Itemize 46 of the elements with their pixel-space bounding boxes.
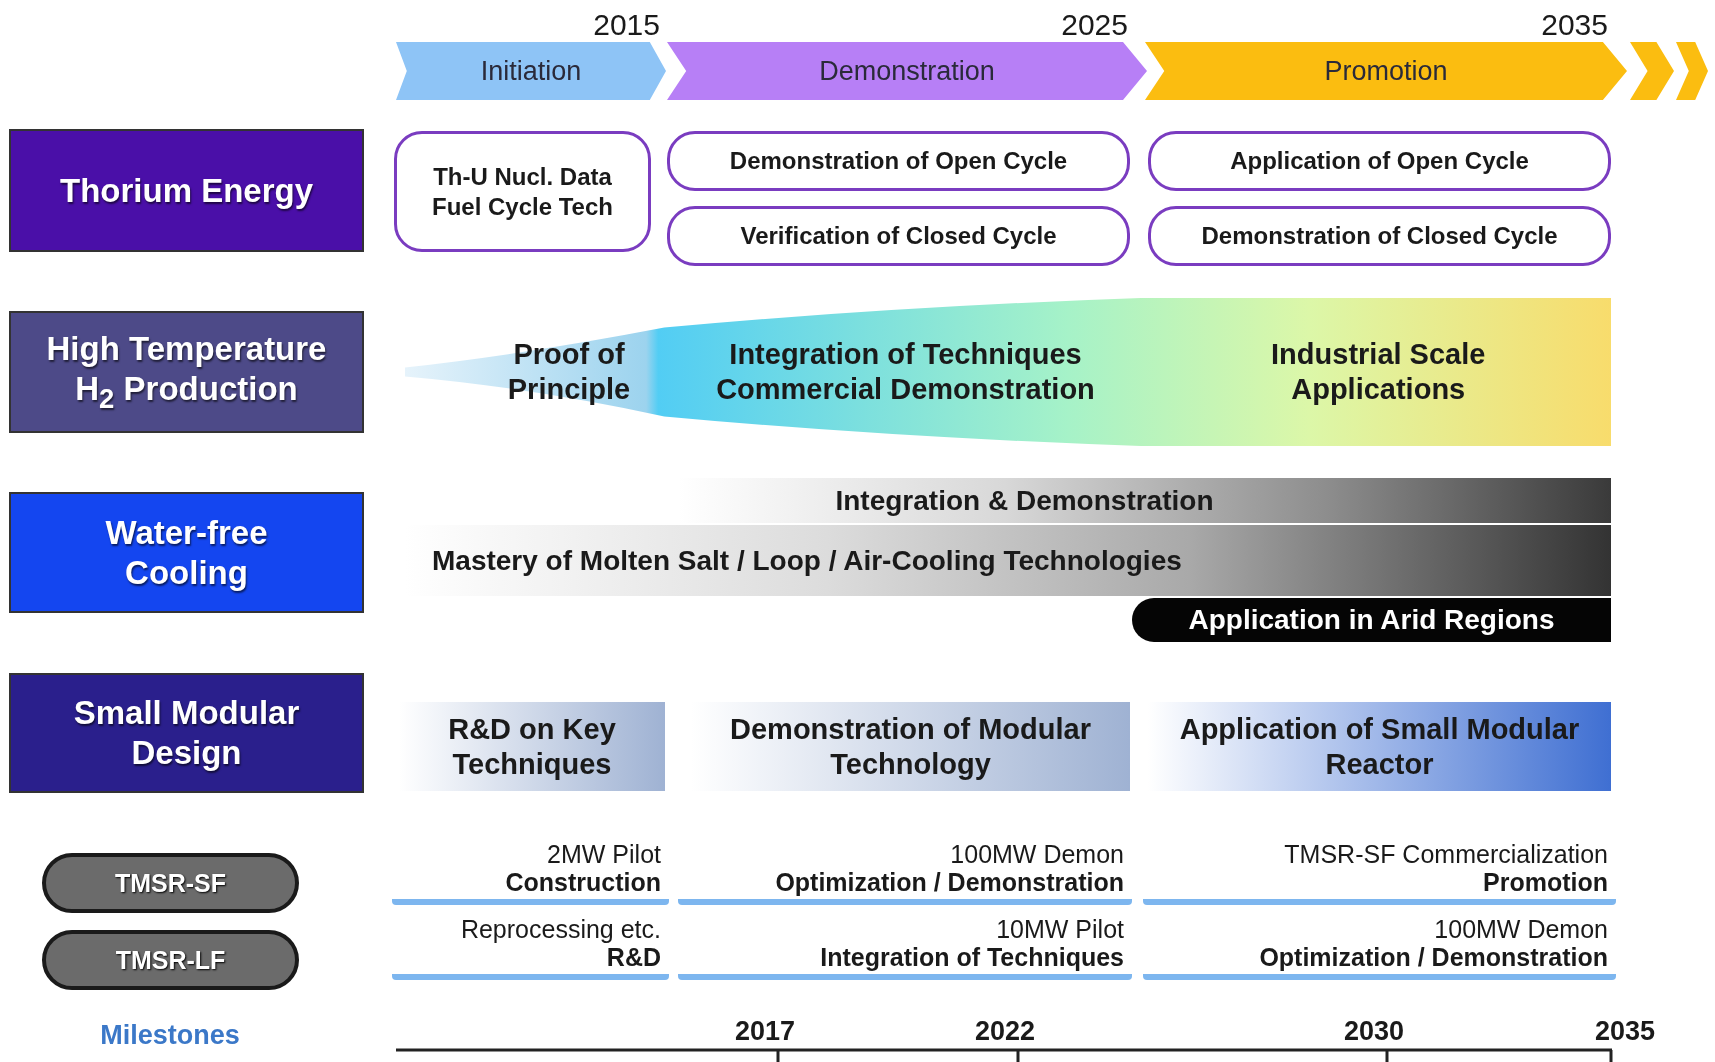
milestone-text: 100MW Demon — [950, 839, 1124, 869]
milestone-segment — [678, 920, 1132, 980]
phase-banner — [1676, 42, 1708, 100]
milestone-text: 2MW Pilot — [547, 839, 661, 869]
milestone-box: Demonstration of Open Cycle — [667, 131, 1130, 191]
year-label: 2025 — [1060, 8, 1128, 42]
milestone-stage: Optimization / Demonstration — [775, 868, 1124, 897]
milestone-stage: Optimization / Demonstration — [1259, 943, 1608, 972]
milestone-stage: Integration of Techniques — [820, 943, 1124, 972]
milestone-text: Reprocessing etc. — [460, 914, 661, 944]
reactor-pill: TMSR-SF — [42, 853, 299, 913]
year-label: 2030 — [1342, 1016, 1406, 1047]
category-box: High Temperature H$_{2}$ Production — [9, 311, 364, 433]
milestone-segment — [1143, 920, 1616, 980]
milestone-text: TMSR-SF Commercialization — [1284, 839, 1608, 869]
milestone-segment — [1143, 845, 1616, 905]
milestone-box: Application of Open Cycle — [1148, 131, 1611, 191]
row-label: Milestones — [99, 1020, 241, 1051]
year-label: 2035 — [1540, 8, 1608, 42]
category-box: Thorium Energy — [9, 129, 364, 252]
phase-banner — [1630, 42, 1674, 100]
category-box: Water-free Cooling — [9, 492, 364, 613]
milestone-box: Verification of Closed Cycle — [667, 206, 1130, 266]
milestone-stage: Promotion — [1483, 868, 1608, 897]
stage-text: Proof of Principle — [506, 337, 632, 407]
application-band: Application in Arid Regions — [1132, 598, 1611, 642]
year-label: 2017 — [733, 1016, 797, 1047]
phase-banner: Initiation — [396, 42, 666, 100]
milestone-text: 100MW Demon — [1434, 914, 1608, 944]
milestone-segment — [678, 845, 1132, 905]
phase-banner: Demonstration — [667, 42, 1147, 100]
milestone-box: Th-U Nucl. Data Fuel Cycle Tech — [394, 131, 651, 252]
reactor-pill: TMSR-LF — [42, 930, 299, 990]
category-box: Small Modular Design — [9, 673, 364, 793]
milestone-segment — [392, 845, 669, 905]
stage-text: Integration of Techniques Commercial Demonstration — [715, 337, 1096, 407]
milestone-box: Demonstration of Closed Cycle — [1148, 206, 1611, 266]
year-label: 2015 — [592, 8, 660, 42]
milestone-stage: R&D — [606, 943, 661, 972]
phase-banner: Promotion — [1145, 42, 1627, 100]
milestone-segment — [392, 920, 669, 980]
milestone-text: 10MW Pilot — [996, 914, 1124, 944]
year-label: 2022 — [973, 1016, 1037, 1047]
year-label: 2035 — [1593, 1016, 1657, 1047]
stage-text: Industrial Scale Applications — [1270, 337, 1487, 407]
milestone-stage: Construction — [505, 868, 661, 897]
